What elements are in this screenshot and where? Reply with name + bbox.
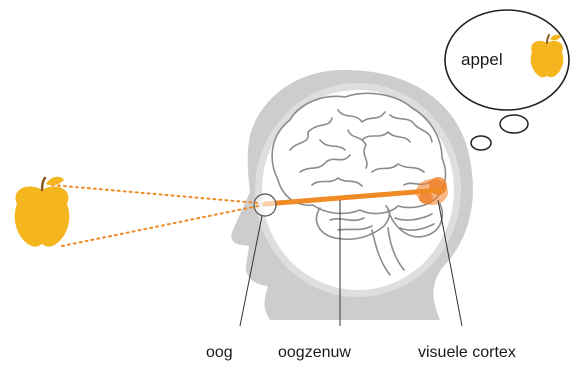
label-optic-nerve: oogzenuw xyxy=(278,344,351,361)
view-ray-bottom xyxy=(62,206,258,246)
apple-icon xyxy=(15,177,70,247)
thought-word: appel xyxy=(461,50,503,69)
view-rays xyxy=(52,185,258,246)
label-eye: oog xyxy=(206,344,233,361)
thought-bubble-dot-large xyxy=(500,115,528,133)
thought-bubble-dot-small xyxy=(471,136,491,150)
label-visual-cortex: visuele cortex xyxy=(418,344,516,361)
eye-circle xyxy=(254,194,276,216)
view-ray-top xyxy=(52,185,258,203)
thought-bubble: appel xyxy=(445,10,569,150)
